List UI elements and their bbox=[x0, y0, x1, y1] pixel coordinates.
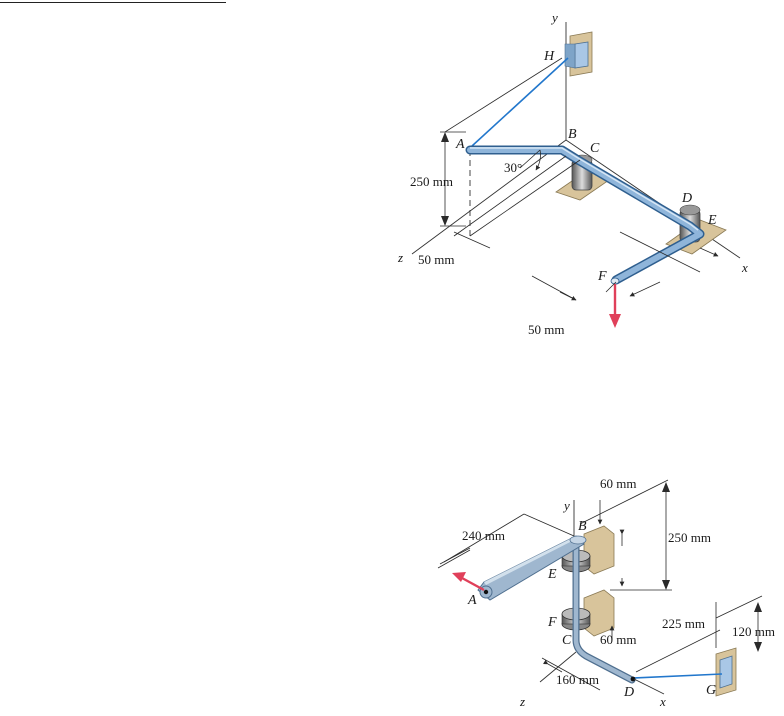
fig1-dim-50-z-label: 50 mm bbox=[418, 252, 454, 267]
fig2-point-f: F bbox=[547, 615, 557, 630]
fig2-force-a-head bbox=[452, 572, 466, 582]
fig2-point-c: C bbox=[562, 633, 572, 648]
fig1-dim-250-label: 250 mm bbox=[410, 174, 453, 189]
fig2-wall-bracket-g bbox=[716, 648, 736, 696]
fig2-x-axis bbox=[634, 679, 664, 694]
figure-2: y bbox=[438, 476, 775, 709]
fig1-z-label: z bbox=[397, 250, 403, 265]
fig2-point-b: B bbox=[578, 519, 587, 534]
fig1-dim-250-ext bbox=[445, 58, 562, 132]
fig1-angle-label: 30° bbox=[504, 160, 522, 175]
fig2-z-label: z bbox=[519, 694, 525, 709]
fig1-point-f: F bbox=[597, 269, 607, 284]
fig1-force-f-head bbox=[609, 314, 621, 328]
fig1-cable-ha bbox=[472, 58, 568, 146]
fig2-point-g: G bbox=[706, 683, 716, 698]
fig1-point-e: E bbox=[707, 213, 717, 228]
figure-1: y z x bbox=[397, 10, 748, 337]
fig2-dim-60-mid-label: 60 mm bbox=[600, 632, 636, 647]
fig2-dim-160-label: 160 mm bbox=[556, 672, 599, 687]
fig1-z-axis bbox=[412, 140, 566, 254]
fig1-x-label: x bbox=[741, 260, 748, 275]
fig2-dim-225-label: 225 mm bbox=[662, 616, 705, 631]
fig2-dim-225-line bbox=[636, 630, 720, 672]
fig2-bearing-f bbox=[562, 590, 614, 636]
fig1-y-label: y bbox=[550, 10, 558, 25]
fig2-dim-120-label: 120 mm bbox=[732, 624, 775, 639]
fig2-dim-60-top-label: 60 mm bbox=[600, 476, 636, 491]
fig2-dim-240-label: 240 mm bbox=[462, 528, 505, 543]
fig2-x-label: x bbox=[659, 694, 666, 709]
fig1-wall-bracket-h bbox=[565, 32, 592, 76]
fig1-point-d: D bbox=[681, 191, 692, 206]
fig2-force-a-shaft bbox=[462, 578, 484, 590]
fig1-point-a: A bbox=[455, 137, 465, 152]
fig2-point-a-dot bbox=[484, 590, 488, 594]
fig2-point-d: D bbox=[623, 685, 634, 700]
fig1-dim-50-f-label: 50 mm bbox=[528, 322, 564, 337]
fig1-point-b: B bbox=[568, 127, 577, 142]
fig1-point-c: C bbox=[590, 141, 600, 156]
fig2-point-e: E bbox=[547, 567, 557, 582]
fig2-point-a: A bbox=[467, 593, 477, 608]
fig2-y-label: y bbox=[562, 498, 570, 513]
fig2-dim-250-label: 250 mm bbox=[668, 530, 711, 545]
fig1-point-h: H bbox=[543, 49, 555, 64]
fig2-cable-dg bbox=[634, 674, 722, 678]
